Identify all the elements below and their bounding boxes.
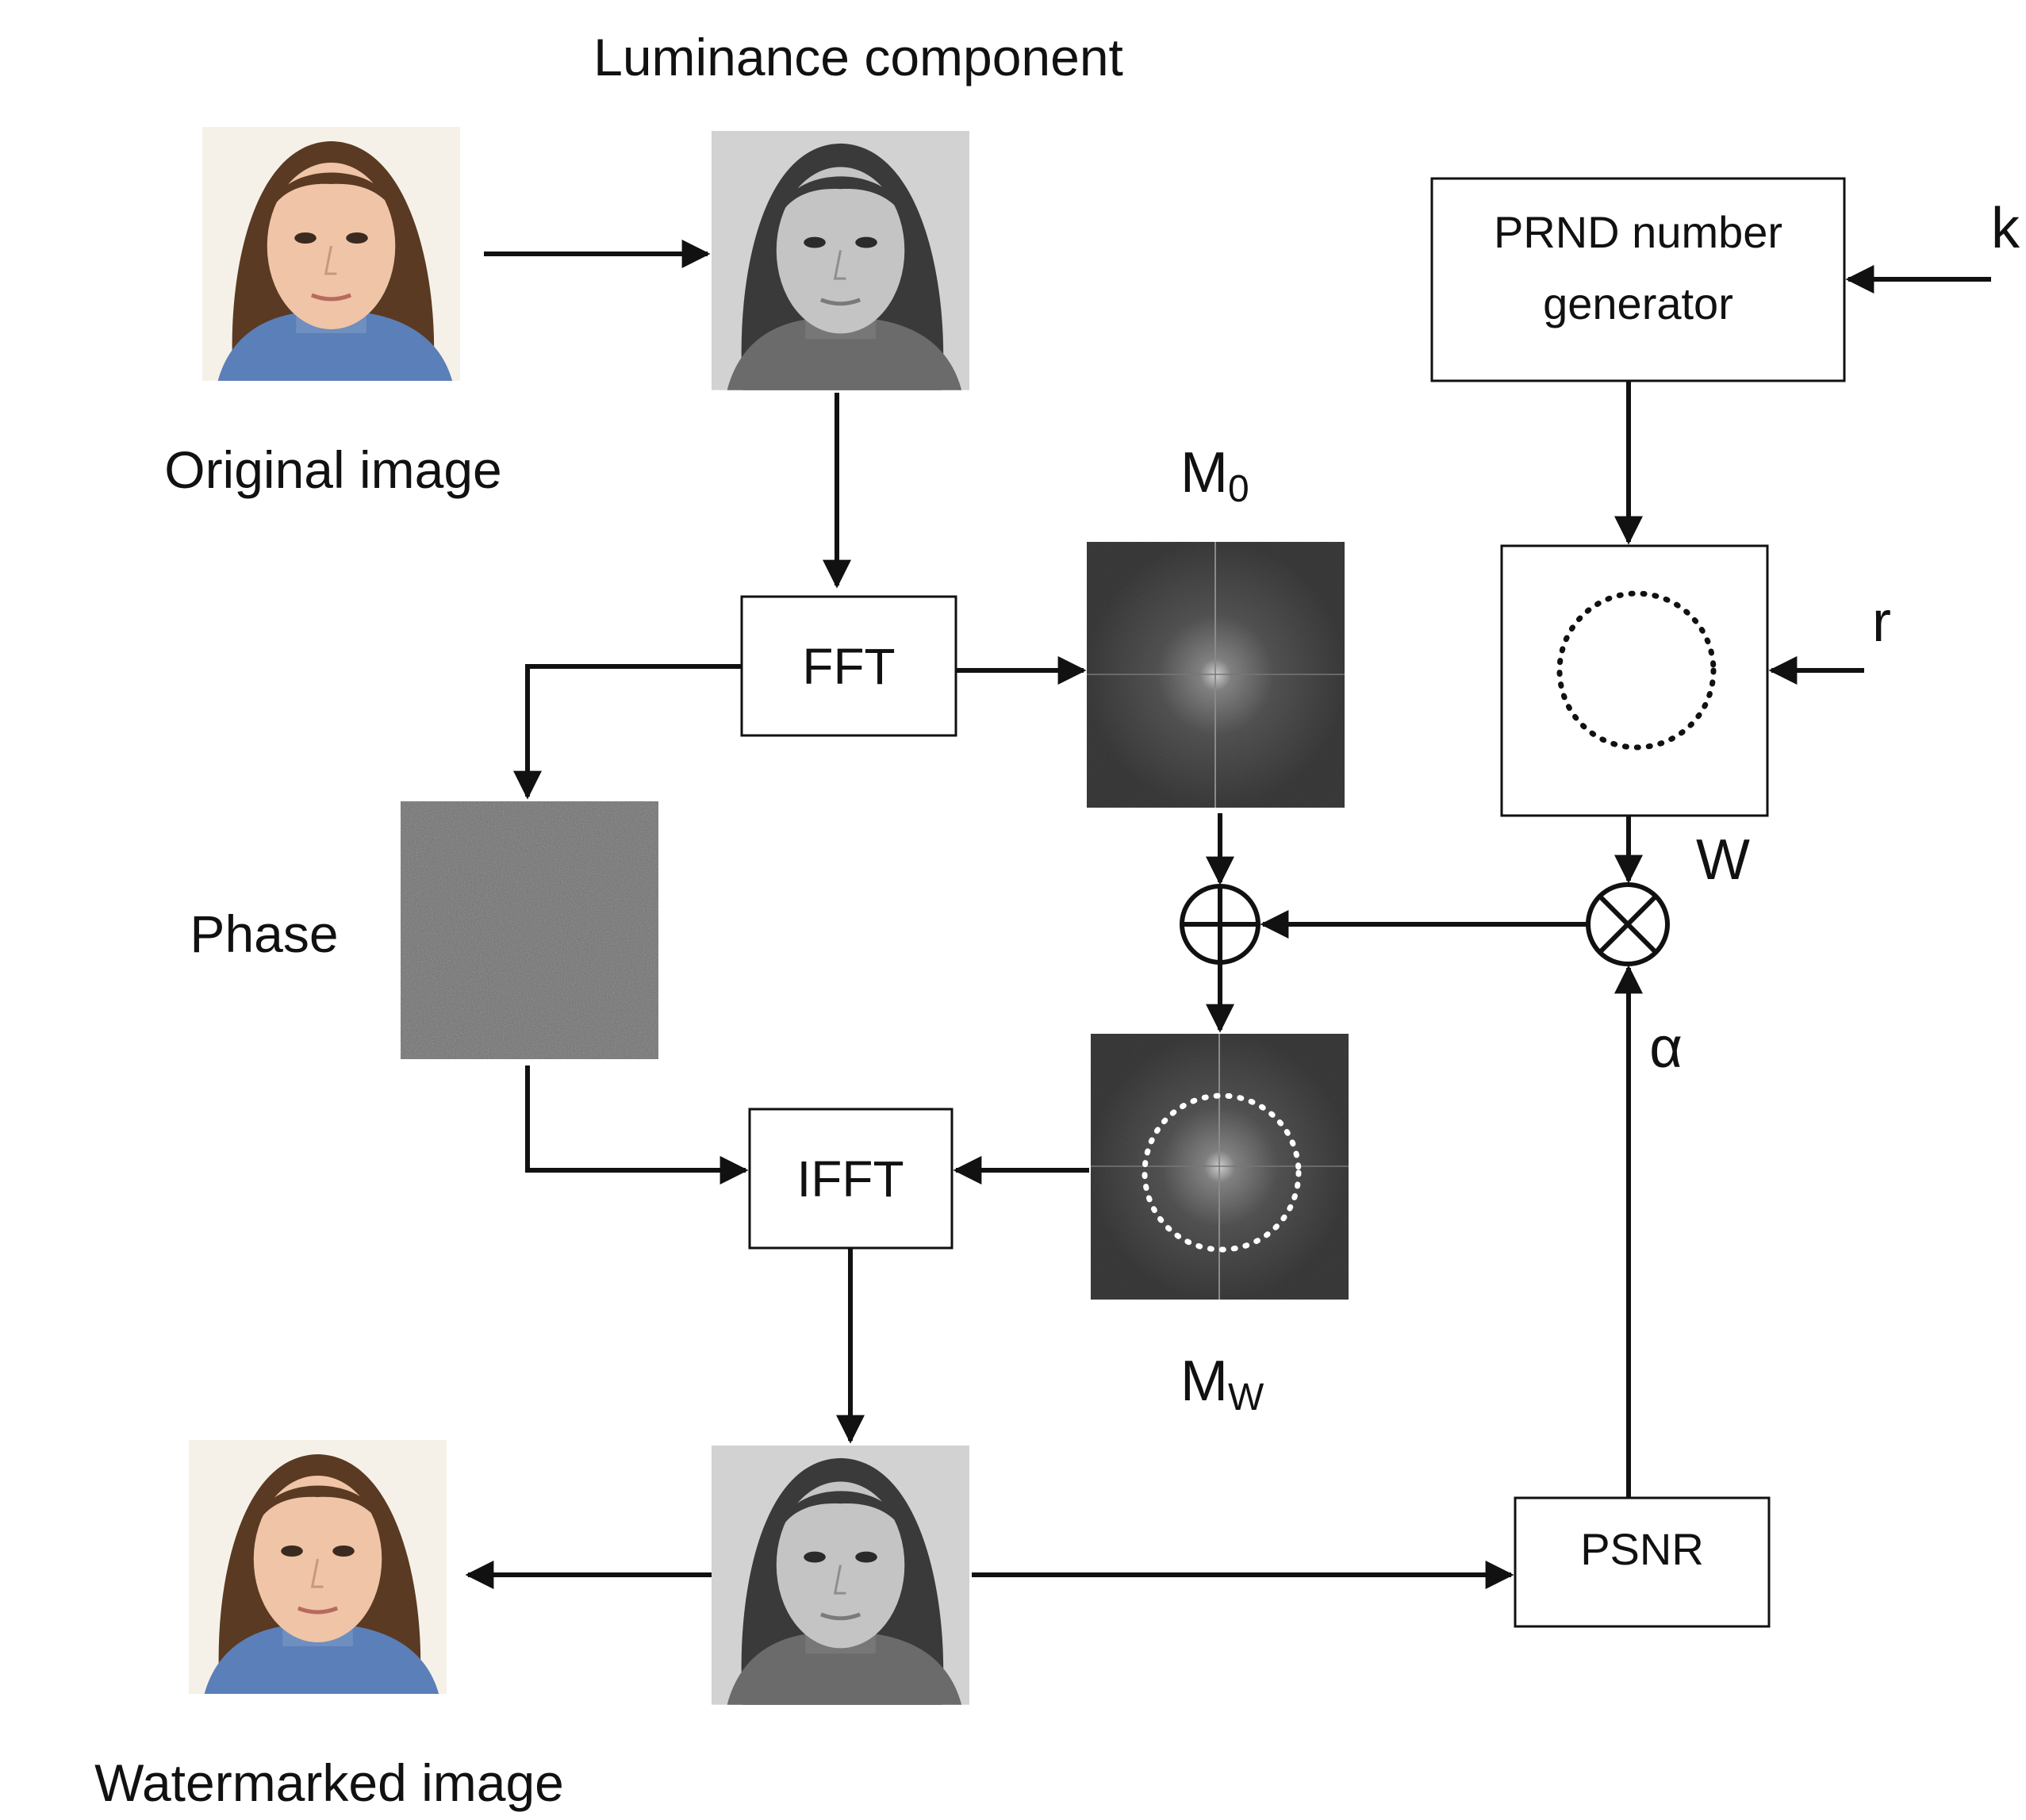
watermarked-luminance-image [712, 1446, 969, 1705]
m0-spectrum-image [1087, 542, 1345, 808]
r-label: r [1872, 590, 1891, 654]
prnd-label-line1: PRND number [1494, 207, 1782, 257]
prnd-generator-block [1430, 177, 1846, 382]
alpha-label: α [1649, 1016, 1683, 1080]
connectors [465, 240, 1991, 1589]
psnr-block [1514, 1496, 1771, 1628]
m0-label-sub: 0 [1228, 468, 1249, 510]
phase-image [401, 801, 658, 1059]
adder-node [1180, 884, 1260, 965]
prnd-label-line2: generator [1543, 278, 1733, 328]
psnr-label: PSNR [1580, 1524, 1704, 1574]
phase-label: Phase [190, 904, 338, 963]
w-label: W [1696, 828, 1750, 892]
mw-spectrum-image [1091, 1034, 1349, 1300]
ifft-block [748, 1108, 954, 1250]
mw-label: MW [1180, 1350, 1264, 1419]
fft-label: FFT [802, 638, 895, 695]
watermark-pattern-block [1500, 544, 1769, 817]
m0-label: M0 [1180, 441, 1249, 510]
watermarked-image [189, 1440, 447, 1694]
m0-label-main: M [1180, 441, 1228, 505]
original-image [202, 127, 460, 381]
fft-block [740, 595, 957, 737]
ifft-label: IFFT [796, 1150, 904, 1208]
watermarked-image-label: Watermarked image [94, 1753, 564, 1812]
original-image-label: Original image [164, 440, 502, 499]
multiplier-node [1586, 882, 1670, 966]
k-label: k [1991, 197, 2020, 260]
luminance-image [712, 131, 969, 390]
mw-label-sub: W [1228, 1377, 1264, 1419]
luminance-label: Luminance component [593, 28, 1123, 86]
mw-label-main: M [1180, 1350, 1228, 1413]
arrow-phase-to-ifft [525, 1066, 749, 1185]
arrow-fft-to-phase [513, 664, 742, 800]
